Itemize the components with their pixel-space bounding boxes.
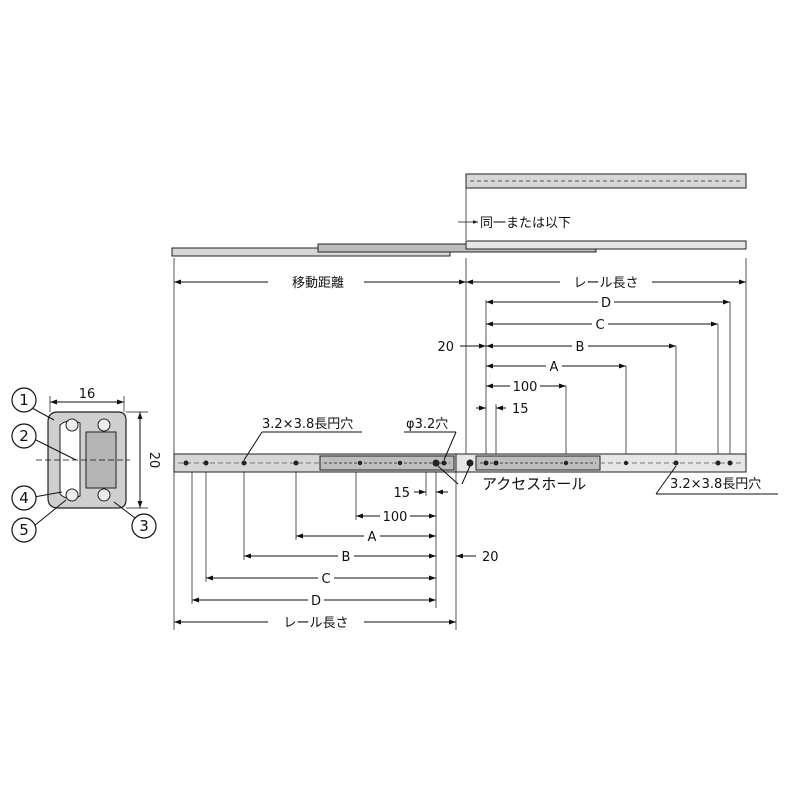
- top-dim-B-label: B: [576, 340, 585, 355]
- callout-2-circle: [11, 423, 37, 449]
- extended-inner-rail: [465, 240, 747, 250]
- access-hole-right: [466, 459, 474, 467]
- ball-top-left: [65, 418, 79, 432]
- top-dim-C-bg: [592, 316, 608, 332]
- section-width-label: 16: [79, 387, 96, 402]
- callout-5-label: 5: [19, 521, 29, 539]
- callout-1-label: 1: [19, 391, 29, 409]
- bottom-dim-D-label: D: [311, 594, 321, 609]
- slot-right-leader: [655, 465, 677, 495]
- inner-hole-7: [727, 460, 733, 466]
- callout-5-leader: [33, 499, 67, 527]
- closed-rail-view: 3.2×3.8長円穴 φ3.2穴 アクセスホール 3.2×3.8長円穴: [173, 417, 778, 495]
- section-inner-shape: [59, 420, 81, 500]
- inner-hole-2: [493, 460, 499, 466]
- inner-hole-3: [563, 460, 569, 466]
- outer-hole-3: [241, 460, 247, 466]
- cross-section: 16 20 1 2 4 5 3: [11, 387, 161, 543]
- outer-hole-4: [293, 460, 299, 466]
- bottom-dimensions: 15 100 A B 20 C D レール長さ: [174, 472, 499, 631]
- callout-4-label: 4: [19, 489, 29, 507]
- phi-hole: [441, 460, 447, 466]
- top-dim-D-bg: [598, 294, 614, 310]
- extended-view: 同一または以下 移動距離 レール長さ D C 20 B: [171, 173, 747, 630]
- top-dim-20-label: 20: [437, 340, 454, 355]
- bottom-dim-B-label: B: [342, 550, 351, 565]
- bottom-dim-100-label: 100: [383, 510, 408, 525]
- section-height-label: 20: [146, 452, 161, 469]
- phi-hole-leader: [443, 431, 457, 461]
- top-dim-15-label: 15: [512, 402, 529, 417]
- bottom-dim-A-bg: [364, 528, 380, 544]
- rail-length-bottom-label: レール長さ: [283, 616, 348, 631]
- same-or-less-label: 同一または以下: [480, 216, 571, 231]
- callout-3-label: 3: [139, 517, 149, 535]
- inner-hole-4: [623, 460, 629, 466]
- rail-length-top-bg: [560, 273, 652, 291]
- callout-2-label: 2: [19, 427, 29, 445]
- outer-hole-1: [183, 460, 189, 466]
- access-leader-right: [461, 465, 471, 485]
- bottom-dim-C-bg: [318, 570, 334, 586]
- bottom-dim-A-label: A: [368, 530, 377, 545]
- callout-2-leader: [35, 439, 77, 461]
- top-dim-D-label: D: [601, 296, 611, 311]
- callout-4-circle: [11, 485, 37, 511]
- outer-hole-5: [357, 460, 363, 466]
- travel-label: 移動距離: [292, 276, 344, 291]
- slot-right-label: 3.2×3.8長円穴: [670, 477, 761, 492]
- bottom-dim-20-label: 20: [482, 550, 499, 565]
- inner-hole-6: [715, 460, 721, 466]
- bottom-dim-100-bg: [380, 507, 410, 524]
- bottom-dim-D-bg: [308, 592, 324, 608]
- rail-length-top-label: レール長さ: [573, 276, 638, 291]
- travel-label-bg: [268, 273, 364, 291]
- outer-hole-2: [203, 460, 209, 466]
- access-hole-left: [432, 459, 440, 467]
- top-dim-A-label: A: [550, 360, 559, 375]
- top-dim-C-label: C: [595, 318, 604, 333]
- access-hole-label: アクセスホール: [482, 475, 586, 493]
- access-leader-left: [437, 465, 459, 485]
- callout-3-leader: [113, 501, 136, 519]
- ball-bottom-right: [97, 488, 111, 502]
- callout-4-leader: [33, 491, 63, 498]
- ball-top-right: [97, 418, 111, 432]
- slot-left-leader: [243, 431, 263, 461]
- callout-3-circle: [131, 513, 157, 539]
- bottom-dim-B-bg: [338, 548, 354, 564]
- top-dim-100-bg: [510, 377, 540, 394]
- top-dim-100-label: 100: [513, 380, 538, 395]
- top-dim-B-bg: [572, 338, 588, 354]
- callout-1-circle: [11, 387, 37, 413]
- callout-5-circle: [11, 517, 37, 543]
- phi-hole-label: φ3.2穴: [406, 417, 448, 432]
- rail-length-bottom-bg: [268, 613, 364, 631]
- bottom-dim-C-label: C: [321, 572, 330, 587]
- callout-1-leader: [31, 407, 55, 421]
- outer-hole-6: [397, 460, 403, 466]
- slot-left-label: 3.2×3.8長円穴: [262, 417, 353, 432]
- ball-bottom-left: [65, 488, 79, 502]
- top-dim-A-bg: [546, 358, 562, 374]
- inner-hole-5: [673, 460, 679, 466]
- inner-hole-1: [483, 460, 489, 466]
- bottom-dim-15-label: 15: [393, 486, 410, 501]
